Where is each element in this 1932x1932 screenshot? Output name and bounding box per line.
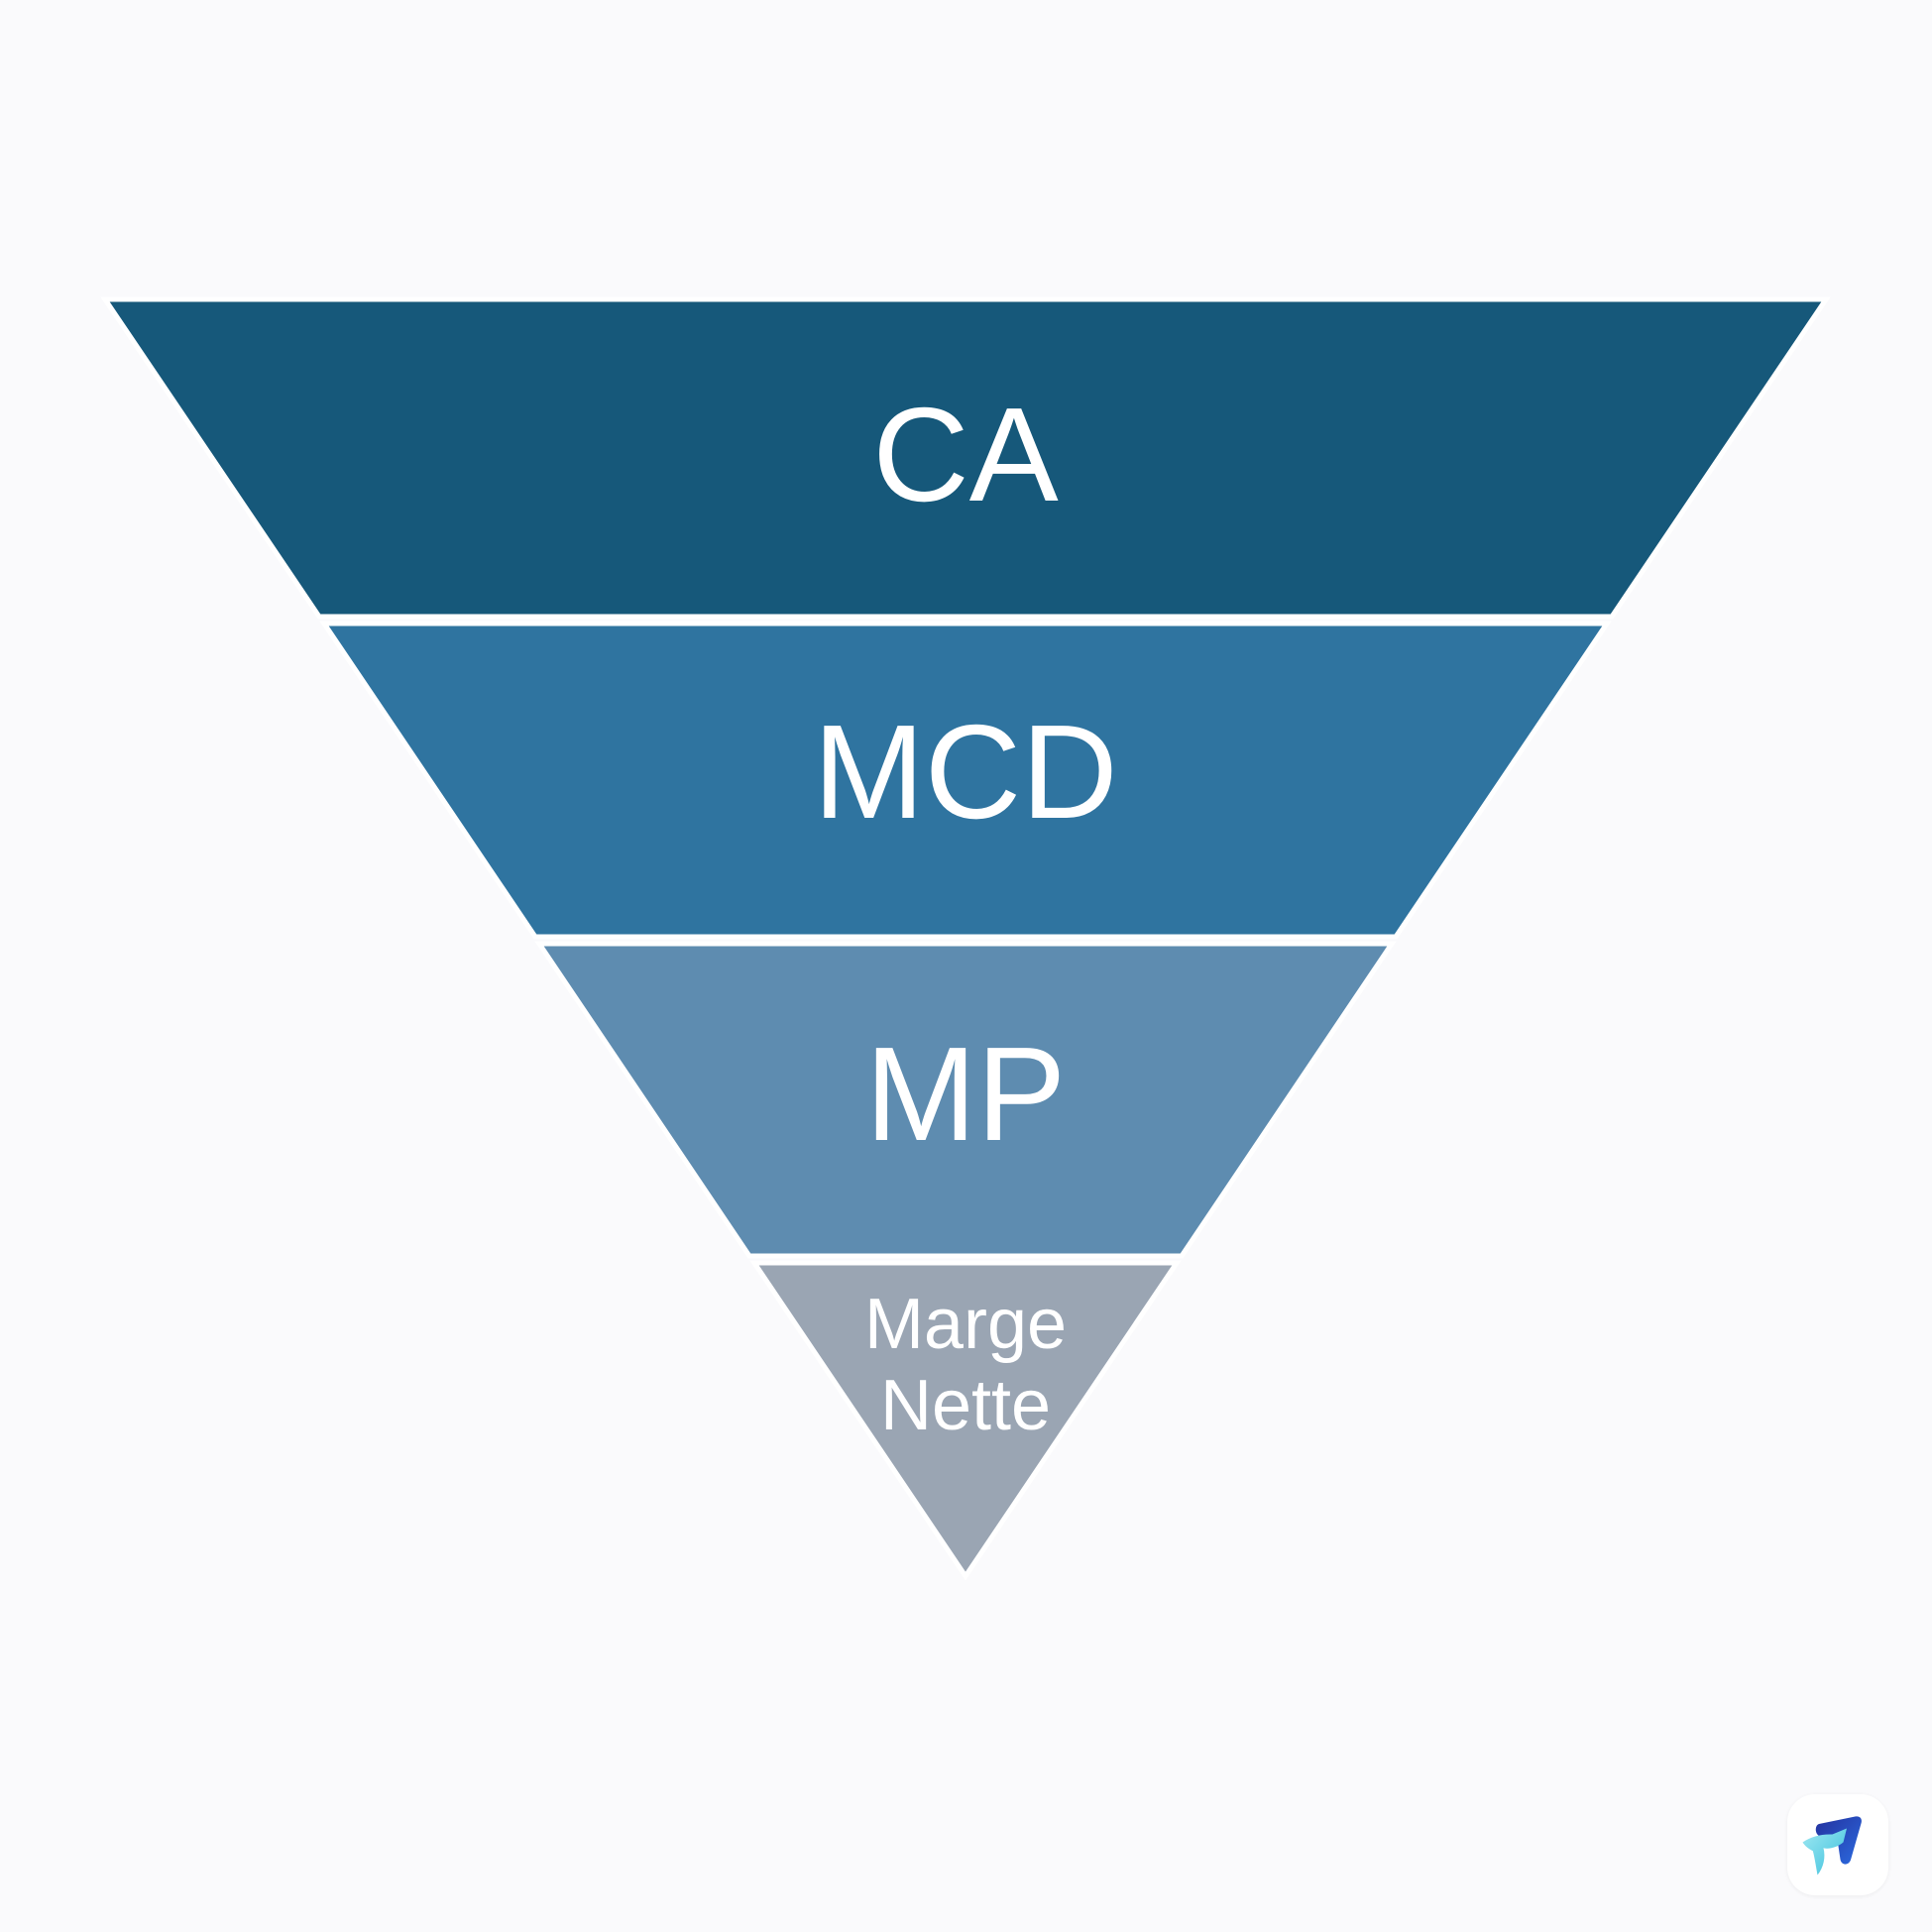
funnel-label-marge-line2: Nette: [880, 1366, 1051, 1445]
app-logo: [1787, 1794, 1888, 1895]
funnel-level-marge-nette: [749, 1260, 1182, 1581]
funnel-label-mp: MP: [865, 1019, 1067, 1169]
arrow-up-right-icon: [1802, 1816, 1862, 1875]
funnel-label-marge-line1: Marge: [864, 1285, 1067, 1364]
funnel-label-ca: CA: [872, 380, 1059, 529]
funnel-level-mcd: [319, 621, 1612, 940]
funnel-level-ca: [100, 296, 1831, 620]
funnel-level-mp: [534, 941, 1397, 1259]
logo-arrow-light-shape: [1802, 1828, 1847, 1875]
funnel-label-mcd: MCD: [813, 697, 1117, 847]
